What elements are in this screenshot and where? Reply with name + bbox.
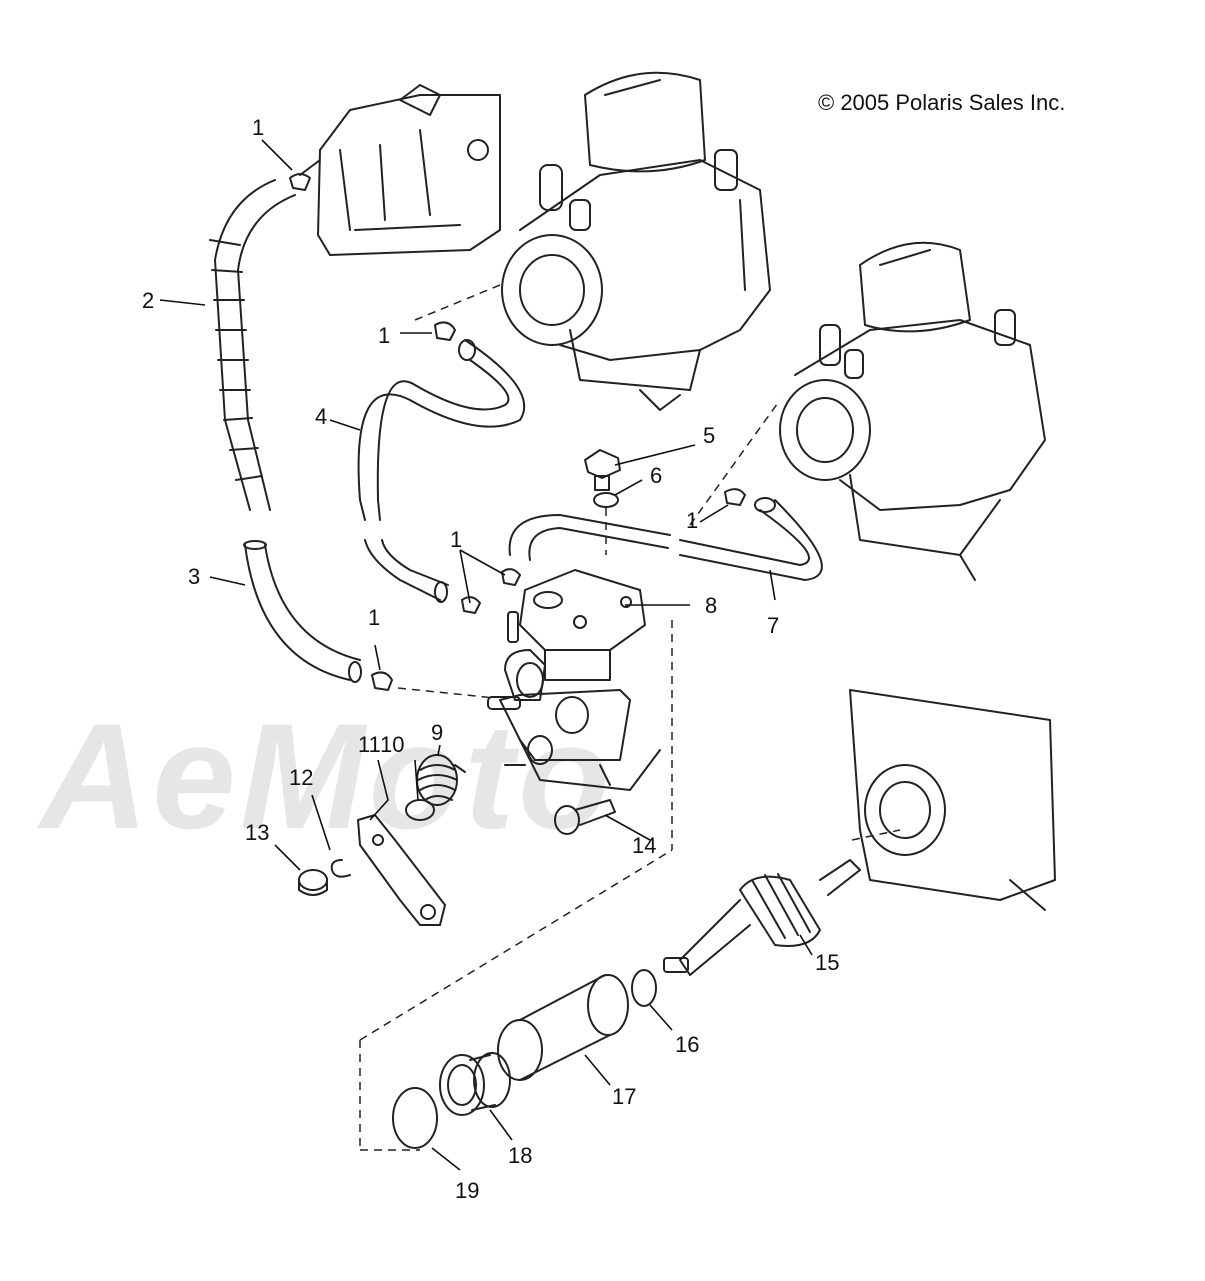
- callout-7: 7: [767, 613, 779, 638]
- watermark-logo: AeMoto: [40, 692, 614, 860]
- hose-2-coiled: [209, 179, 296, 511]
- callout-14: 14: [632, 833, 656, 858]
- copyright-notice: © 2005 Polaris Sales Inc.: [818, 90, 1066, 115]
- callout-1: 1: [686, 508, 698, 533]
- callout-11: 11: [358, 732, 381, 757]
- callout-1: 1: [378, 323, 390, 348]
- callout-13: 13: [245, 820, 269, 845]
- hose-7: [508, 497, 823, 581]
- bolt-5: [584, 449, 621, 491]
- crankcase-right: [849, 689, 1056, 911]
- callout-8: 8: [705, 593, 717, 618]
- callout-12: 12: [289, 765, 313, 790]
- oil-pump: [487, 569, 661, 791]
- washer-6: [593, 492, 619, 508]
- clamp-parts: [289, 173, 746, 691]
- callout-15: 15: [815, 950, 839, 975]
- callout-2: 2: [142, 288, 154, 313]
- cylinder-17: [497, 974, 629, 1081]
- washer-10: [405, 799, 435, 821]
- callout-10: 10: [380, 732, 404, 757]
- clip-12: [330, 859, 351, 878]
- callout-19: 19: [455, 1178, 479, 1203]
- callout-1: 1: [368, 605, 380, 630]
- callout-4: 4: [315, 404, 327, 429]
- lever-11: [357, 814, 446, 926]
- carburetor-1: [501, 71, 771, 411]
- callout-17: 17: [612, 1084, 636, 1109]
- callout-6: 6: [650, 463, 662, 488]
- callout-9: 9: [431, 720, 443, 745]
- carburetor-2: [779, 241, 1046, 581]
- hose-4: [357, 339, 526, 603]
- callout-5: 5: [703, 423, 715, 448]
- callout-1: 1: [450, 527, 462, 552]
- callout-1: 1: [252, 115, 264, 140]
- leader-lines: [159, 139, 813, 1171]
- spring-9: [416, 754, 466, 806]
- screw-14: [554, 799, 616, 835]
- alignment-lines: [359, 284, 901, 1151]
- washer-16: [631, 969, 657, 1007]
- o-ring-19: [392, 1087, 438, 1149]
- engine-block-top: [299, 84, 501, 256]
- nut-13: [298, 869, 328, 896]
- seal-18: [439, 1052, 511, 1116]
- hose-3: [243, 540, 362, 683]
- gear-shaft-15: [663, 859, 861, 976]
- callout-3: 3: [188, 564, 200, 589]
- callout-18: 18: [508, 1143, 532, 1168]
- callout-16: 16: [675, 1032, 699, 1057]
